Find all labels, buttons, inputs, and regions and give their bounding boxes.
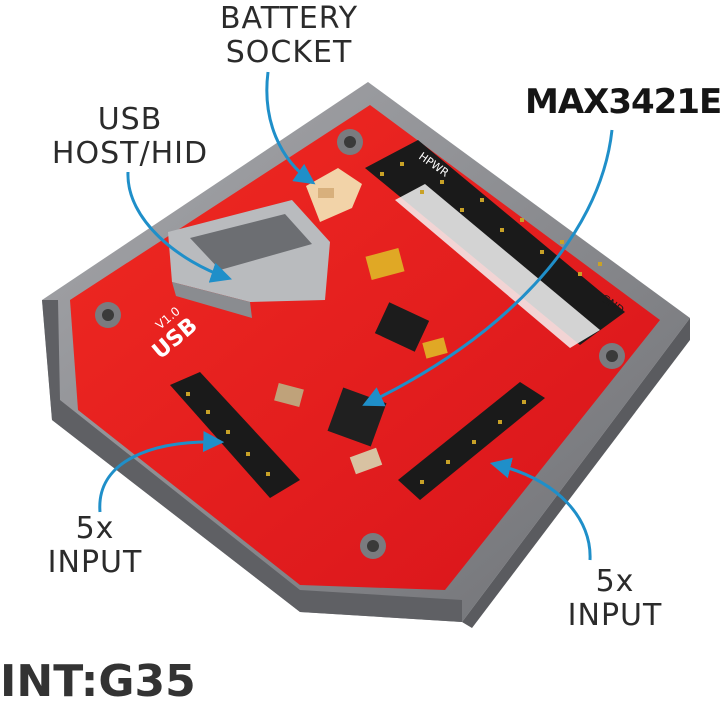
pin-header-main [365,140,625,348]
components [274,248,448,475]
battery-socket-label: BATTERY SOCKET [204,2,374,70]
usb-socket [168,200,330,318]
battery-label-line1: BATTERY [219,1,359,36]
usb-label-line1: USB [97,102,163,137]
input-left-line2: INPUT [47,545,143,580]
regulator-chip [374,302,430,352]
chip-label: MAX3421E [525,82,720,122]
input-left-line1: 5x [75,511,115,546]
input-right-line1: 5x [595,564,635,599]
battery-socket [306,168,362,222]
input-right-line2: INPUT [567,598,663,633]
arrow-input-left [98,431,225,513]
arrow-chip [362,129,614,407]
input-left-label: 5x INPUT [30,512,160,580]
battery-label-line2: SOCKET [225,35,353,70]
interrupt-pin-label: INT:G35 [0,656,196,707]
arrow-battery [265,71,316,185]
input-header-left [170,372,300,498]
arrow-usb [126,171,232,283]
input-header-right [398,382,545,500]
usb-host-label: USB HOST/HID [30,103,230,171]
callout-arrows [98,71,614,561]
tantalum-capacitor [365,248,405,280]
input-right-label: 5x INPUT [540,565,690,633]
arrow-input-right [489,457,592,561]
crystal [274,382,304,408]
usb-label-line2: HOST/HID [51,136,209,171]
